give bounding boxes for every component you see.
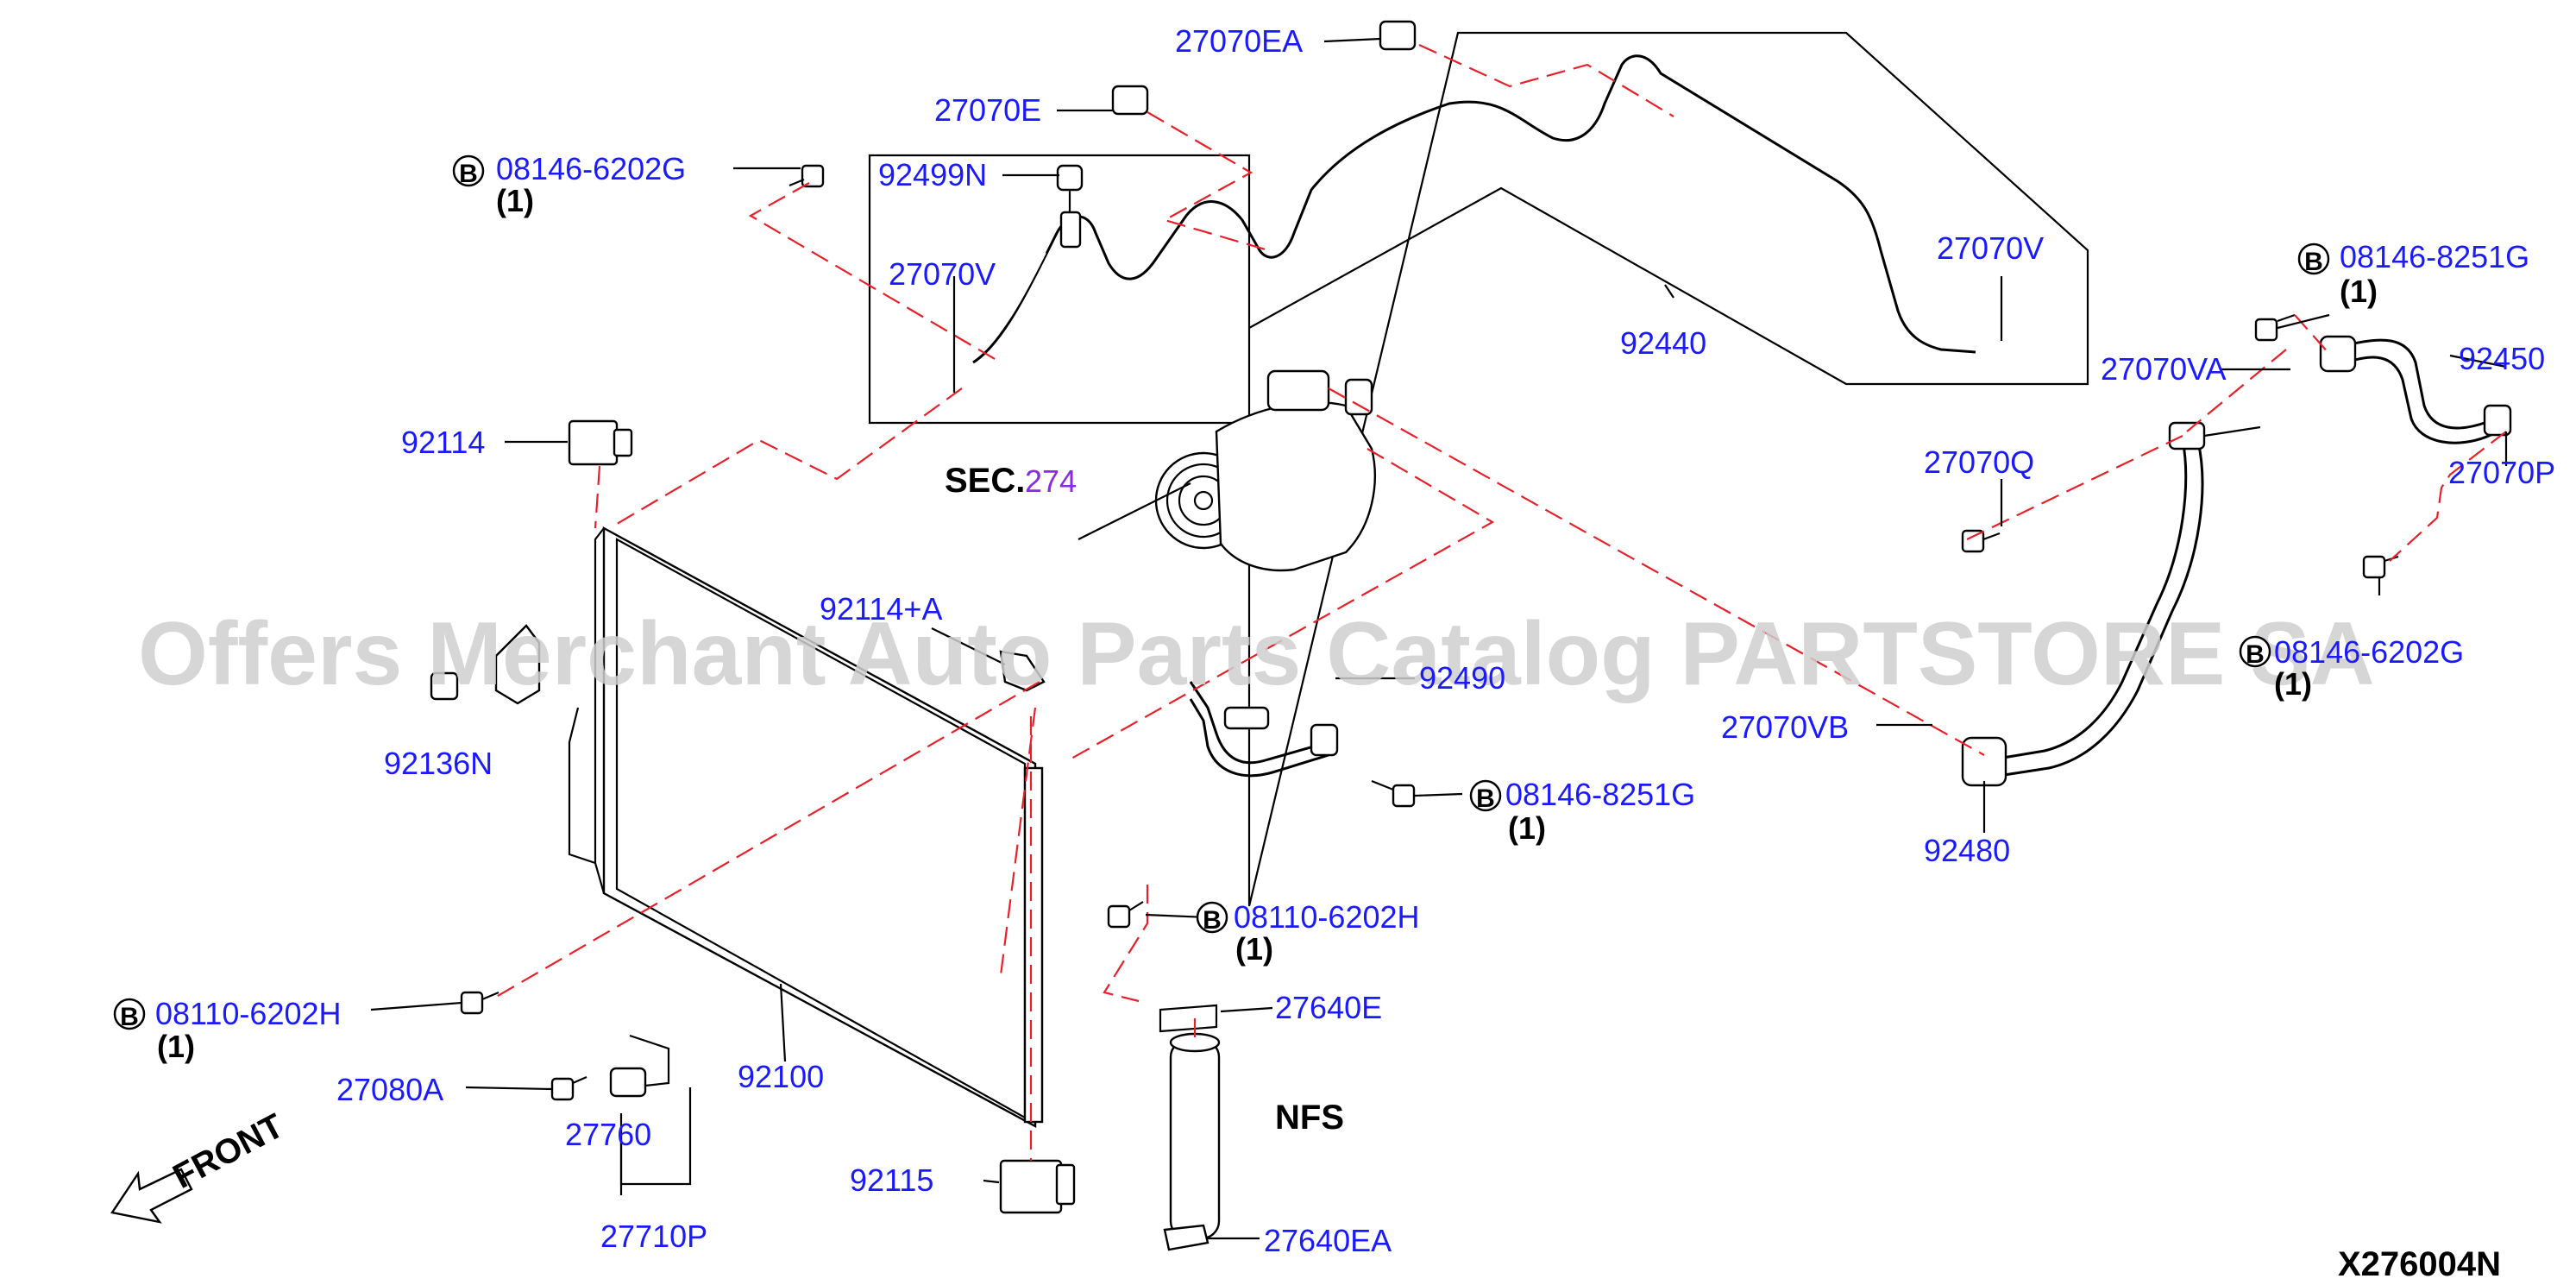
bolt-icon-27080A[interactable] — [550, 1075, 587, 1101]
connector-icon-27070EA[interactable] — [1379, 20, 1417, 51]
label-08146-6202G-top[interactable]: 08146-6202G — [496, 151, 686, 186]
part-labels: 27070EA 27070E 08146-6202G (1) 92499N 27… — [155, 23, 2555, 1283]
bolt-icon-08110-6202H-left[interactable] — [460, 991, 499, 1015]
label-sec-274[interactable]: 274 — [1025, 463, 1077, 499]
bolt-icon-08146-8251G-center[interactable] — [1371, 779, 1416, 808]
label-27070VB[interactable]: 27070VB — [1721, 709, 1849, 745]
front-label: FRONT — [167, 1106, 290, 1196]
liquid-pipe-92490[interactable] — [1189, 681, 1339, 778]
label-27070V-right[interactable]: 27070V — [1937, 230, 2044, 266]
bolt-badge-icon: B — [113, 998, 146, 1031]
qty-label: (1) — [1508, 810, 1546, 846]
label-92490[interactable]: 92490 — [1419, 660, 1505, 696]
bolt-badges: B B B B B B — [113, 154, 2330, 1031]
qty-label: (1) — [496, 183, 534, 218]
bracket-92115[interactable] — [999, 1159, 1076, 1214]
label-sec: SEC. — [945, 462, 1025, 500]
label-27710P[interactable]: 27710P — [600, 1219, 707, 1254]
svg-text:B: B — [459, 160, 478, 188]
label-92100[interactable]: 92100 — [738, 1059, 824, 1094]
label-27070VA[interactable]: 27070VA — [2101, 351, 2226, 387]
connector-icon-27070E[interactable] — [1111, 85, 1149, 116]
bracket-92136N[interactable] — [430, 624, 541, 705]
pressure-switch-27760[interactable] — [609, 1034, 670, 1098]
watermark-text: Offers Merchant Auto Parts Catalog PARTS… — [138, 604, 2375, 704]
svg-text:B: B — [120, 1003, 139, 1031]
bolt-badge-icon: B — [1196, 901, 1228, 935]
label-08110-6202H-center[interactable]: 08110-6202H — [1234, 899, 1420, 935]
label-08110-6202H-left[interactable]: 08110-6202H — [155, 996, 342, 1031]
label-27070V-left[interactable]: 27070V — [889, 256, 996, 292]
high-pressure-pipe-92440[interactable] — [971, 54, 1976, 364]
bolt-icon-08110-6202H-center[interactable] — [1107, 901, 1144, 929]
label-27070P[interactable]: 27070P — [2448, 455, 2555, 490]
receiver-drier-27640E[interactable] — [1159, 1004, 1221, 1240]
label-27070Q[interactable]: 27070Q — [1924, 444, 2034, 480]
bracket-92114A[interactable] — [999, 650, 1046, 692]
discharge-hose-92480[interactable] — [1961, 421, 2261, 787]
bolt-icon-08146-8251G-right[interactable] — [2254, 313, 2296, 342]
qty-label: (1) — [157, 1029, 195, 1064]
label-27070EA[interactable]: 27070EA — [1175, 23, 1303, 59]
bracket-92114[interactable] — [568, 419, 633, 466]
label-27640E[interactable]: 27640E — [1275, 990, 1382, 1025]
label-08146-6202G-right[interactable]: 08146-6202G — [2274, 634, 2464, 670]
bolt-badge-icon: B — [2297, 243, 2330, 276]
label-27760[interactable]: 27760 — [565, 1117, 651, 1152]
label-92499N[interactable]: 92499N — [878, 157, 987, 192]
suction-hose-92450[interactable] — [2319, 335, 2512, 444]
label-92114A[interactable]: 92114+A — [820, 591, 942, 627]
svg-text:B: B — [1203, 906, 1222, 935]
label-08146-8251G-center[interactable]: 08146-8251G — [1505, 777, 1695, 812]
bolt-badge-icon: B — [1469, 779, 1502, 813]
bolt-badge-icon: B — [2239, 635, 2271, 669]
diagram-code: X276004N — [2338, 1245, 2501, 1281]
qty-label: (1) — [1235, 931, 1273, 967]
svg-text:B: B — [1476, 784, 1495, 813]
bolt-icon-08146-6202G-right[interactable] — [2362, 555, 2399, 579]
label-92114[interactable]: 92114 — [401, 425, 485, 460]
label-92450[interactable]: 92450 — [2459, 341, 2545, 376]
label-27640EA[interactable]: 27640EA — [1264, 1223, 1392, 1258]
label-27070E[interactable]: 27070E — [934, 92, 1041, 128]
label-92440[interactable]: 92440 — [1620, 325, 1706, 361]
leader-lines — [370, 37, 2508, 1240]
bolt-icon-08146-6202G-top[interactable] — [789, 164, 825, 188]
label-27080A[interactable]: 27080A — [336, 1072, 443, 1107]
bolt-icon-27070Q[interactable] — [1961, 529, 2001, 553]
label-92136N[interactable]: 92136N — [384, 746, 493, 781]
qty-label: (1) — [2274, 666, 2312, 702]
bolt-badge-icon: B — [452, 154, 485, 188]
clamp-icon-27640EA[interactable] — [1163, 1224, 1209, 1251]
label-08146-8251G-right[interactable]: 08146-8251G — [2340, 239, 2529, 274]
label-92480[interactable]: 92480 — [1924, 833, 2010, 868]
svg-text:B: B — [2304, 248, 2323, 276]
label-nfs: NFS — [1275, 1099, 1344, 1137]
condenser-92100[interactable] — [568, 526, 1044, 1129]
compressor-sec-274[interactable] — [1154, 369, 1376, 572]
front-direction-arrow: FRONT — [110, 1106, 290, 1224]
svg-text:B: B — [2246, 640, 2265, 669]
label-92115[interactable]: 92115 — [850, 1162, 933, 1198]
charge-port-92499N[interactable] — [1056, 164, 1084, 249]
qty-label: (1) — [2340, 274, 2378, 309]
